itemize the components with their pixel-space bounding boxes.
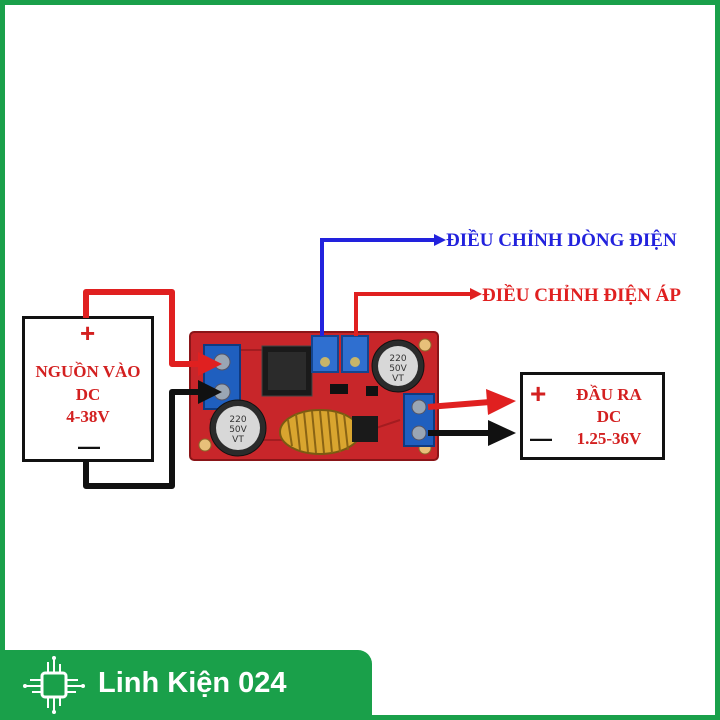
cap-left-line-1: 220 bbox=[229, 415, 246, 425]
brand-footer bbox=[0, 650, 372, 720]
output-minus-sign: — bbox=[530, 426, 552, 451]
current-callout-arrow bbox=[434, 234, 446, 246]
cap-right-line-3: VT bbox=[392, 374, 404, 384]
input-title: NGUỒN VÀO bbox=[35, 362, 141, 381]
output-positive-wire bbox=[427, 399, 491, 410]
voltage-adjust-label: ĐIỀU CHỈNH ĐIỆN ÁP bbox=[482, 285, 681, 306]
input-negative-arrow bbox=[198, 380, 222, 404]
inductor-windings bbox=[287, 410, 349, 454]
output-positive-arrow bbox=[486, 389, 516, 415]
smd-component bbox=[366, 386, 378, 396]
small-ic bbox=[352, 416, 378, 442]
current-adjust-label: ĐIỀU CHỈNH DÒNG ĐIỆN bbox=[446, 230, 677, 251]
cap-left-line-2: 50V bbox=[229, 425, 247, 435]
brand-name: Linh Kiện 024 bbox=[98, 667, 287, 699]
circuit-chip-icon bbox=[23, 656, 85, 714]
voltage-callout-arrow bbox=[470, 288, 482, 300]
right-capacitor-top bbox=[378, 346, 418, 386]
cap-right-line-2: 50V bbox=[389, 364, 407, 374]
terminal-screw bbox=[411, 399, 427, 415]
left-capacitor-top bbox=[216, 406, 260, 450]
smd-component bbox=[330, 384, 348, 394]
potentiometer-screw bbox=[320, 357, 330, 367]
output-voltage-range: 1.25-36V bbox=[576, 429, 642, 448]
input-minus-sign: — bbox=[78, 434, 100, 459]
output-negative-arrow bbox=[488, 420, 516, 446]
input-plus-sign: + bbox=[80, 318, 96, 348]
output-plus-sign: + bbox=[530, 378, 547, 409]
output-title: ĐẦU RA bbox=[576, 385, 642, 404]
input-voltage-range: 4-38V bbox=[66, 407, 110, 426]
input-positive-wire bbox=[83, 289, 200, 367]
regulator-ic-face bbox=[268, 352, 306, 390]
input-type: DC bbox=[75, 385, 101, 404]
cap-left-line-3: VT bbox=[232, 435, 244, 445]
input-positive-arrow bbox=[198, 352, 222, 376]
voltage-callout-line bbox=[354, 292, 472, 336]
output-type: DC bbox=[596, 407, 622, 426]
potentiometer-screw bbox=[350, 357, 360, 367]
mount-hole bbox=[418, 338, 432, 352]
cap-right-line-1: 220 bbox=[389, 354, 406, 364]
mount-hole bbox=[198, 438, 212, 452]
current-callout-line bbox=[320, 238, 436, 336]
terminal-screw bbox=[411, 425, 427, 441]
input-negative-wire bbox=[83, 389, 200, 489]
output-box bbox=[520, 372, 665, 460]
